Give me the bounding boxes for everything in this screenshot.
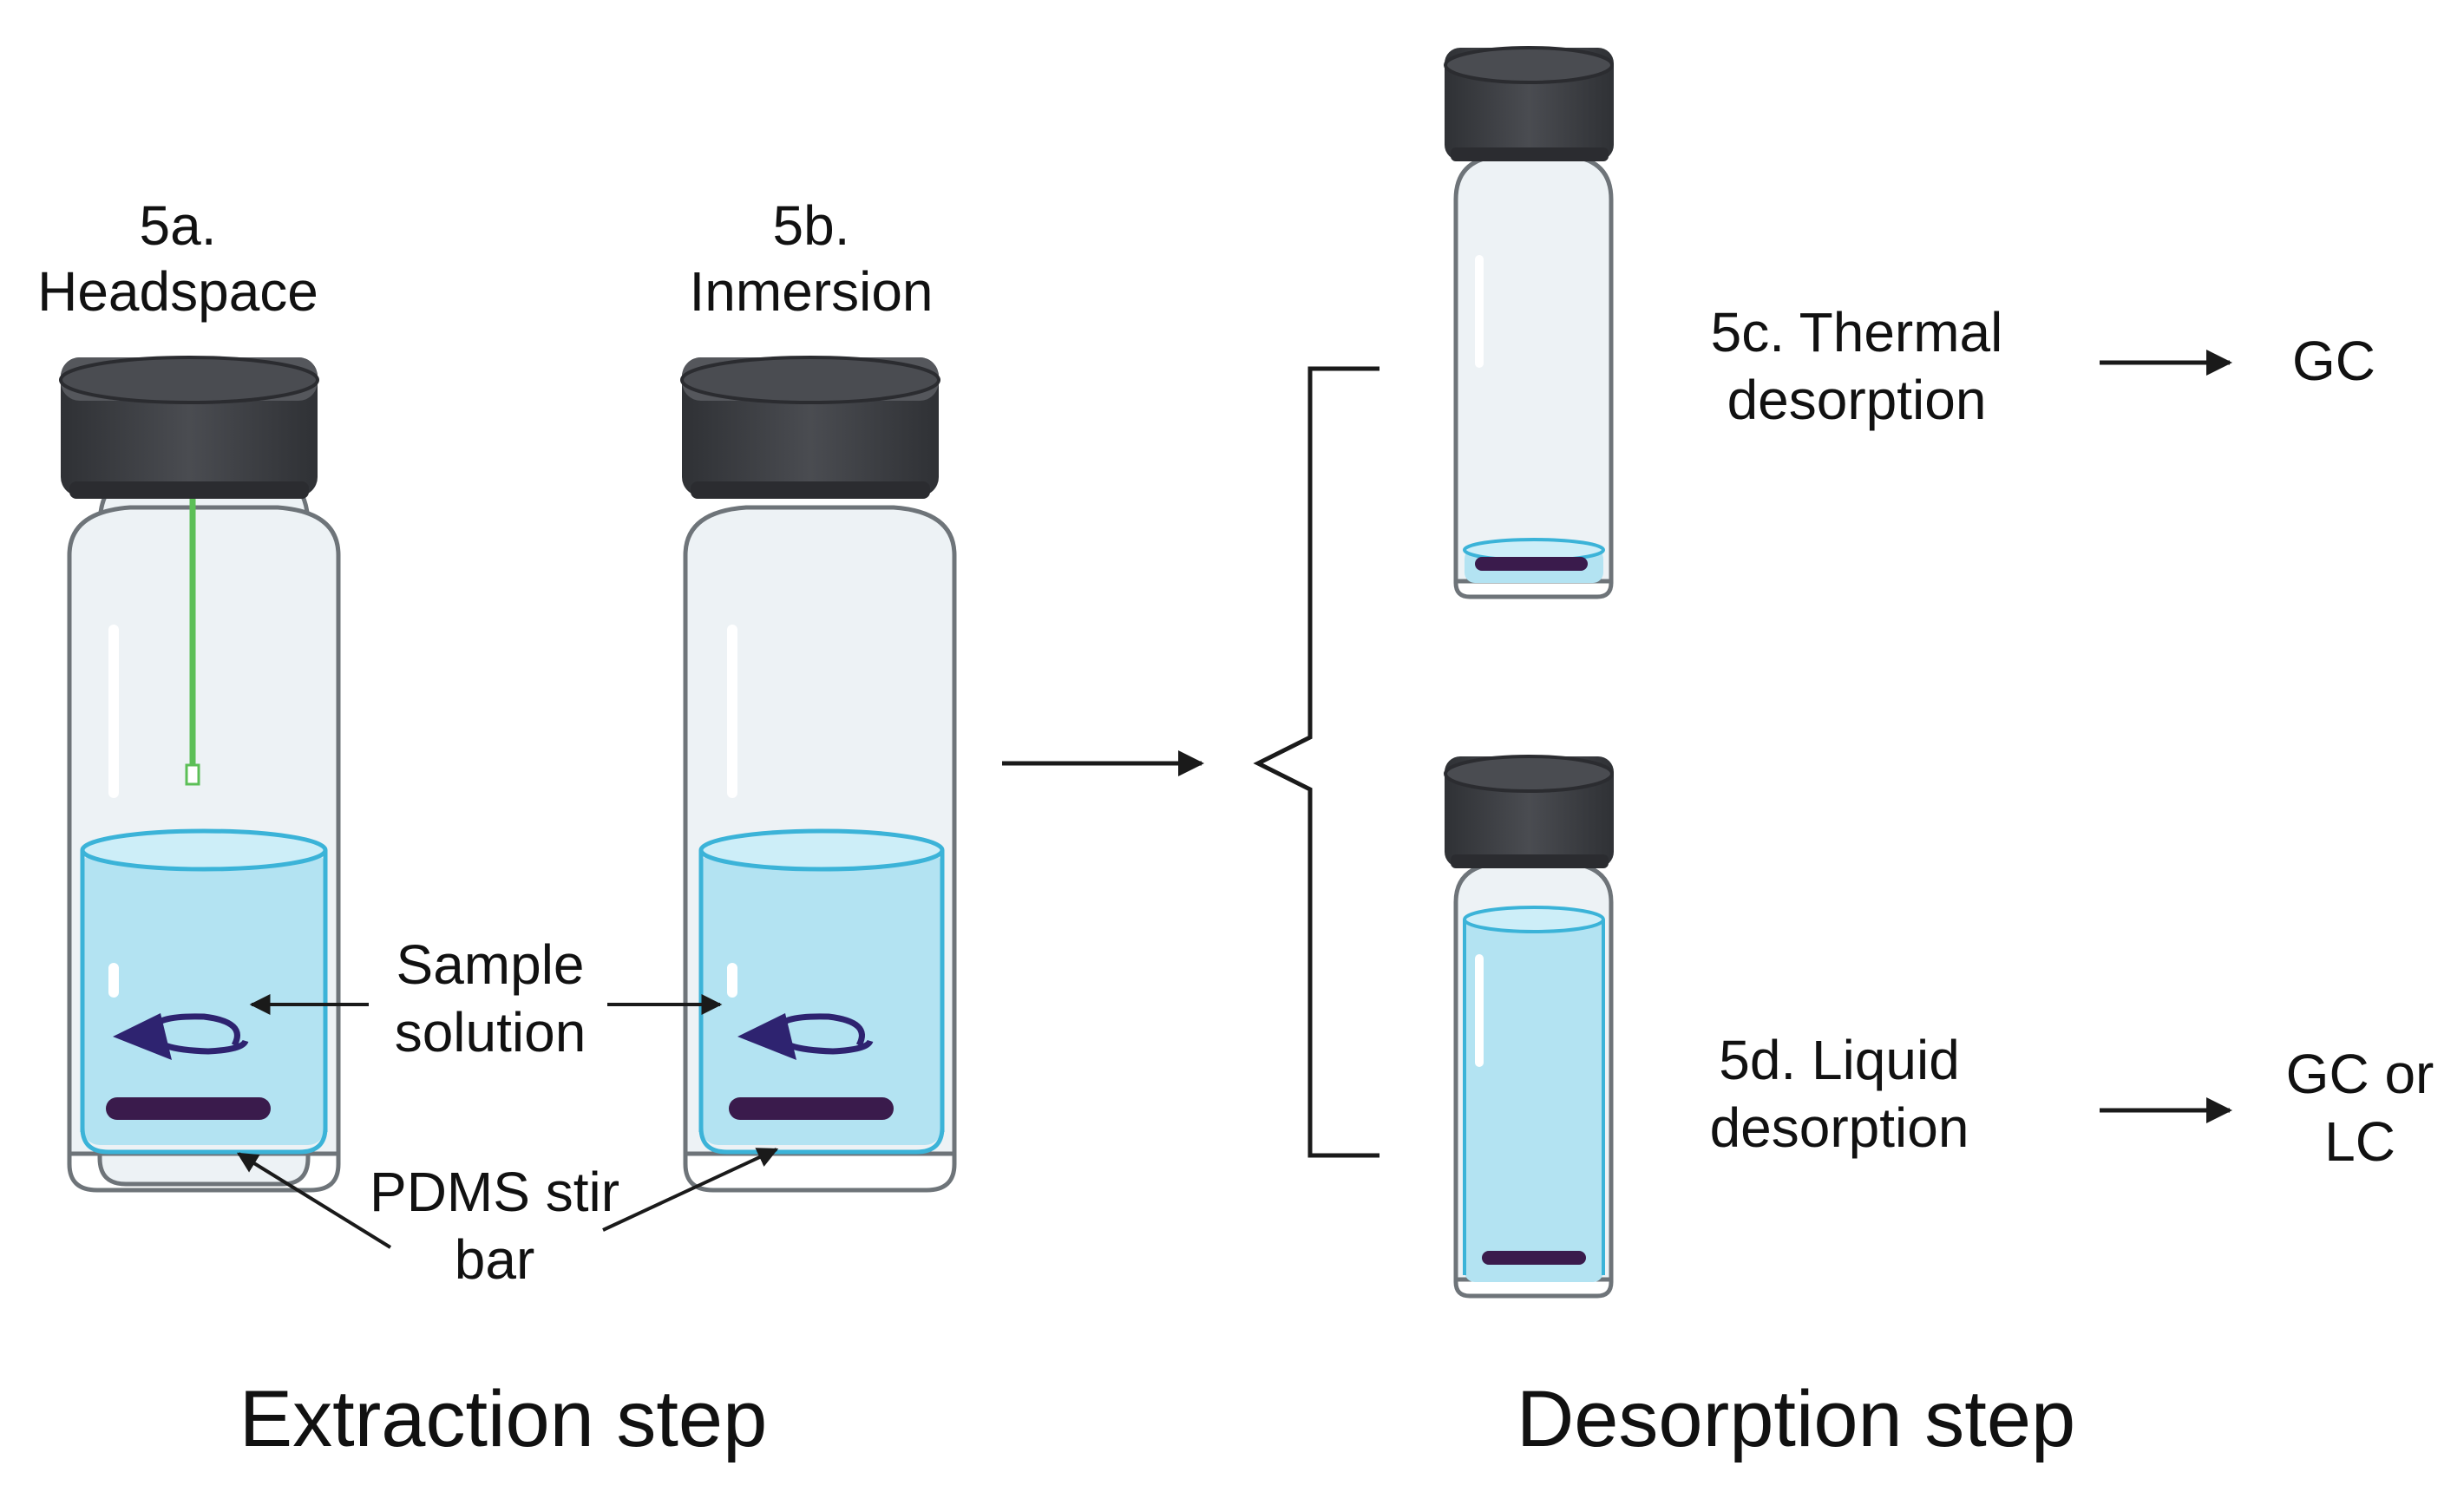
vial-cap [59,356,319,499]
vial-cap [1444,46,1614,161]
pdms-stir-bar [1475,557,1588,571]
sample-liquid [698,828,945,1155]
desorption-step-title: Desorption step [1516,1375,2076,1463]
rotation-arrow [737,1013,874,1060]
desorption-bracket [1253,366,1379,1158]
label-5d-line1: 5d. Liquid [1719,1029,1960,1091]
vial-headspace [59,356,341,1193]
label-sample-line2: solution [394,1001,587,1063]
label-5b-number: 5b. [772,194,850,257]
label-5c-line1: 5c. Thermal [1710,301,2003,363]
label-sample-line1: Sample [396,933,585,996]
result-gc: GC [2292,330,2376,392]
result-gc-or: GC or [2285,1043,2435,1105]
rotation-arrow [113,1013,249,1060]
vial-liquid-desorption [1444,755,1614,1299]
result-lc: LC [2324,1110,2395,1173]
label-5b-inmersion: Inmersion [689,260,934,323]
vial-immersion [680,356,957,1193]
vial-cap [680,356,940,499]
label-5d-line2: desorption [1709,1096,1969,1159]
label-5a-headspace: Headspace [37,260,318,323]
pdms-stir-bar [729,1097,894,1120]
label-stirbar-line2: bar [454,1228,535,1291]
extraction-step-title: Extraction step [239,1375,768,1463]
label-5a-number: 5a. [139,194,217,257]
stirbar-pointer-left [236,1152,392,1249]
stirbar-pointer-right [602,1148,779,1232]
label-5c-line2: desorption [1727,369,1987,431]
pdms-stir-bar [106,1097,271,1120]
vial-thermal-desorption [1444,46,1614,599]
sample-liquid [80,828,328,1155]
label-stirbar-line1: PDMS stir [370,1161,619,1223]
vial-cap [1444,755,1614,868]
pdms-stir-bar [1482,1251,1586,1265]
